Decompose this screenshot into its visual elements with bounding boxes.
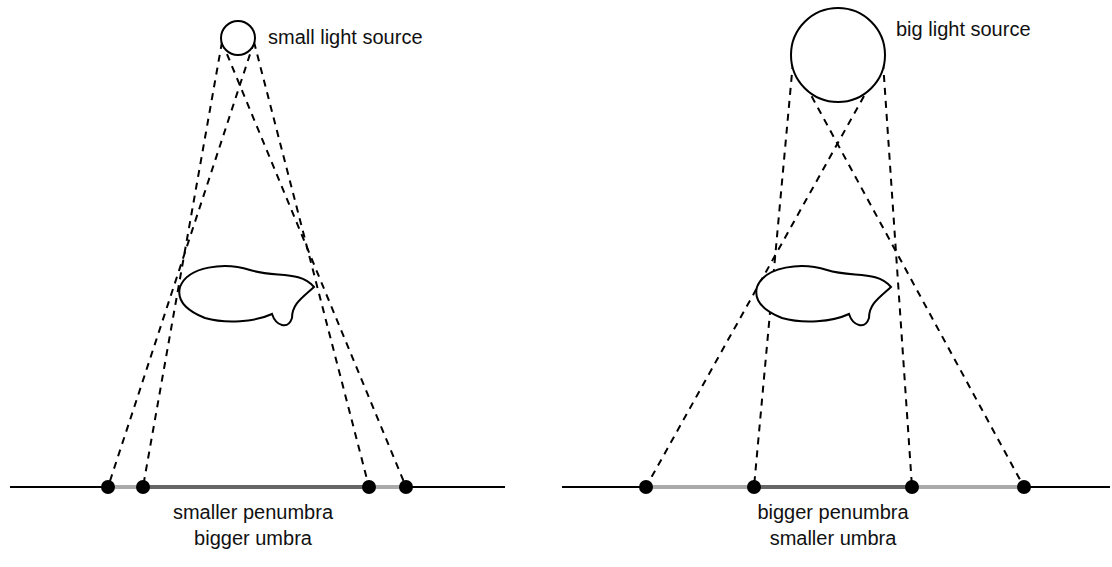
boundary-dot [136, 480, 150, 494]
penumbra-band [912, 485, 1024, 489]
boundary-dot [362, 480, 376, 494]
boundary-dot [905, 480, 919, 494]
occluding-object [179, 266, 314, 325]
light-source [791, 8, 885, 102]
penumbra-band [646, 485, 754, 489]
light-ray [108, 42, 254, 487]
light-source-label: big light source [896, 18, 1031, 40]
light-ray [883, 62, 912, 487]
light-ray [143, 42, 222, 487]
umbra-band [143, 485, 369, 489]
light-rays [108, 42, 1024, 487]
boundary-dot [101, 480, 115, 494]
boundary-dot [1017, 480, 1031, 494]
shadow-caption: bigger umbra [194, 527, 312, 549]
shadow-caption: bigger penumbra [757, 501, 908, 523]
occluding-object [756, 266, 891, 325]
light-source-label: small light source [268, 26, 423, 48]
boundary-dot [747, 480, 761, 494]
shadow-caption: smaller penumbra [173, 501, 333, 523]
boundary-dot [399, 480, 413, 494]
ground-line [10, 486, 505, 488]
boundary-dot [639, 480, 653, 494]
light-source [221, 21, 255, 55]
shadow-caption: smaller umbra [770, 527, 897, 549]
umbra-band [754, 485, 912, 489]
boundary-dots [101, 480, 1031, 494]
light-ray [254, 42, 369, 487]
light-ray [222, 42, 406, 487]
